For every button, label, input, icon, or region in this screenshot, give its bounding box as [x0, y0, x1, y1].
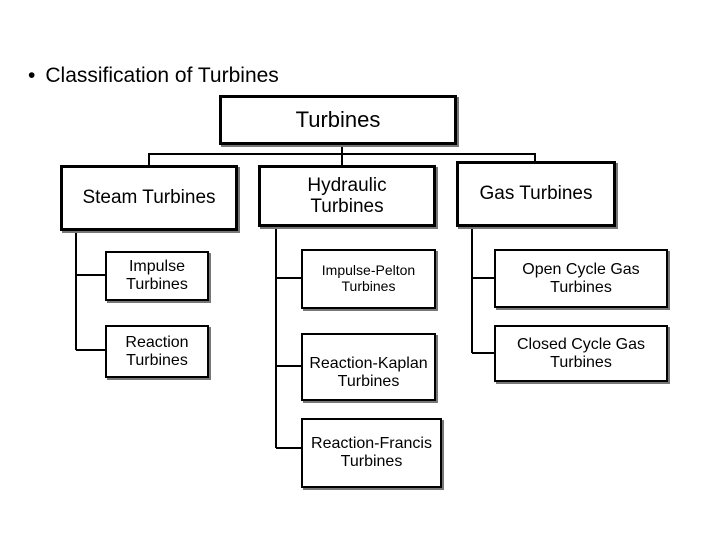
node-reaction-francis-turbines: Reaction-Francis Turbines	[301, 418, 442, 488]
node-impulse-pelton-turbines: Impulse-Pelton Turbines	[301, 249, 436, 309]
category-gas-turbines: Gas Turbines	[456, 161, 616, 227]
node-label: Impulse-Pelton Turbines	[321, 262, 416, 294]
node-label: Closed Cycle Gas Turbines	[516, 335, 646, 371]
node-reaction-turbines: Reaction Turbines	[105, 325, 209, 378]
slide-title: • Classification of Turbines	[28, 62, 279, 90]
slide-title-text: Classification of Turbines	[45, 64, 279, 87]
node-reaction-kaplan-turbines: Reaction-Kaplan Turbines	[301, 333, 436, 401]
connector-root-gas	[341, 145, 536, 161]
category-label: Gas Turbines	[479, 183, 593, 205]
node-label: Reaction-Kaplan Turbines	[309, 355, 428, 390]
root-node-turbines: Turbines	[219, 95, 457, 145]
node-open-cycle-gas-turbines: Open Cycle Gas Turbines	[494, 249, 668, 308]
category-hydraulic-turbines: Hydraulic Turbines	[258, 165, 436, 227]
node-label: Reaction-Francis Turbines	[311, 435, 432, 470]
node-label: Reaction Turbines	[125, 333, 189, 369]
category-label: Steam Turbines	[82, 187, 216, 209]
root-node-label: Turbines	[295, 106, 381, 132]
category-steam-turbines: Steam Turbines	[60, 165, 238, 231]
connector-root-steam	[148, 145, 343, 165]
category-label: Hydraulic Turbines	[307, 174, 387, 217]
node-closed-cycle-gas-turbines: Closed Cycle Gas Turbines	[494, 325, 668, 382]
node-label: Open Cycle Gas Turbines	[522, 260, 640, 296]
bullet-glyph: •	[28, 64, 36, 87]
node-impulse-turbines: Impulse Turbines	[105, 251, 209, 301]
node-label: Impulse Turbines	[126, 258, 188, 293]
